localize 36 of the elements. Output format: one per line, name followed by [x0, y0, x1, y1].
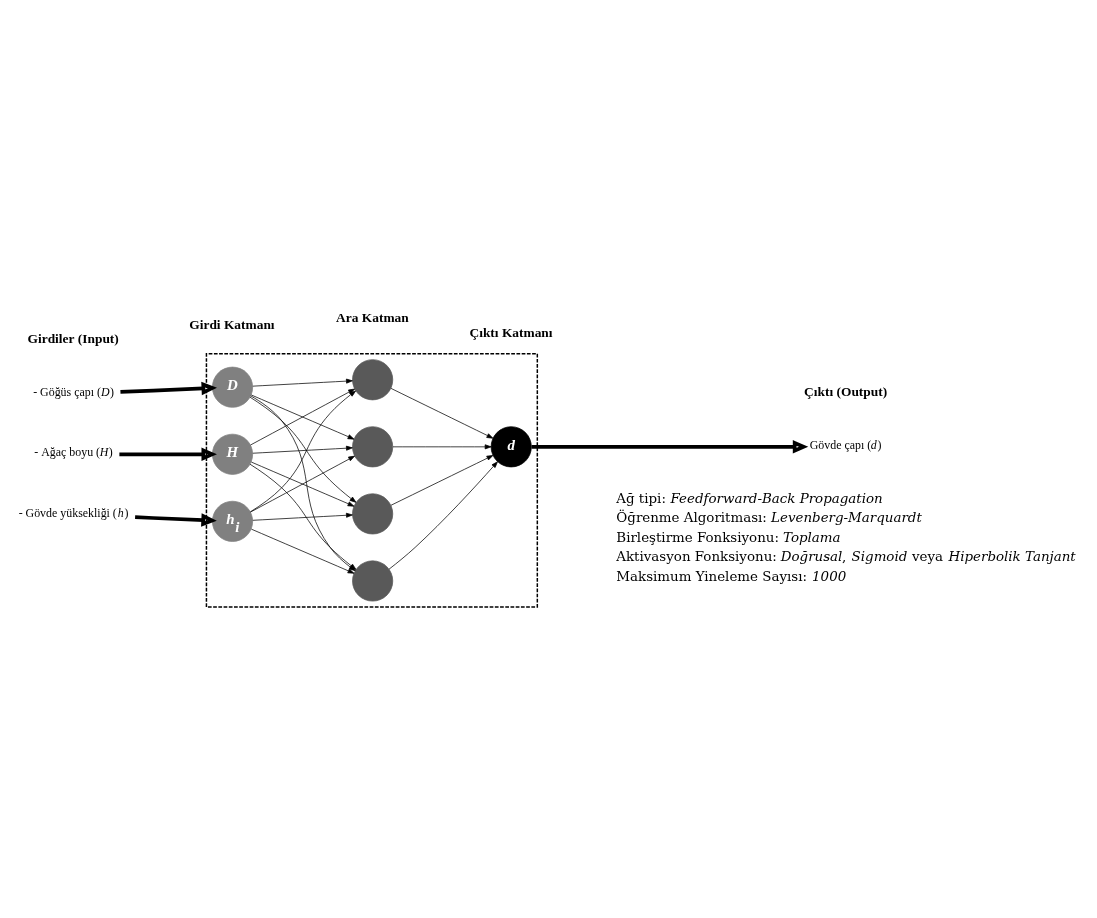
node-circle: D	[212, 366, 253, 408]
arrow	[135, 512, 217, 527]
label: Maksimum Yineleme Sayısı: 1000	[616, 568, 847, 584]
arrow	[388, 460, 498, 570]
arrow	[390, 454, 494, 506]
label: Birleştirme Fonksiyonu: Toplama	[616, 529, 841, 545]
label: Ara Katman	[336, 309, 409, 325]
label: Öğrenme Algoritması: Levenberg-Marquardt	[616, 509, 922, 525]
node-text: Gövde çapı (d)	[809, 437, 882, 452]
cluster	[205, 352, 539, 608]
label: Girdiler (Input)	[27, 330, 119, 346]
node-text: - Gövde yüksekliği (h)	[18, 505, 129, 520]
arrow	[250, 388, 355, 445]
label: Çıktı (Output)	[804, 383, 888, 399]
arrow	[120, 381, 217, 395]
node-circle	[352, 492, 394, 534]
arrow	[252, 512, 353, 521]
arrow	[252, 445, 353, 454]
arrow	[392, 443, 492, 449]
arrow	[251, 461, 355, 507]
arrow	[390, 387, 494, 439]
arrow	[251, 394, 355, 439]
arrow	[250, 455, 355, 512]
node-circle: H	[212, 433, 253, 475]
node-text: - Göğüs çapı (D)	[33, 384, 114, 399]
node-text: - Ağaç boyu (H)	[34, 444, 113, 459]
node-circle	[352, 358, 394, 400]
arrow	[252, 378, 353, 387]
arrow	[119, 447, 217, 461]
label: Girdi Katmanı	[189, 316, 275, 332]
arrow	[531, 439, 809, 454]
label: Aktivasyon Fonksiyonu: Doğrusal, Sigmoid veya Hiperbolik Tanjant	[616, 548, 1076, 564]
node-circle	[352, 559, 394, 601]
label: Çıktı Katmanı	[469, 324, 553, 340]
node-circle	[352, 425, 394, 467]
label: Ağ tipi: Feedforward-Back Propagation	[616, 490, 883, 506]
